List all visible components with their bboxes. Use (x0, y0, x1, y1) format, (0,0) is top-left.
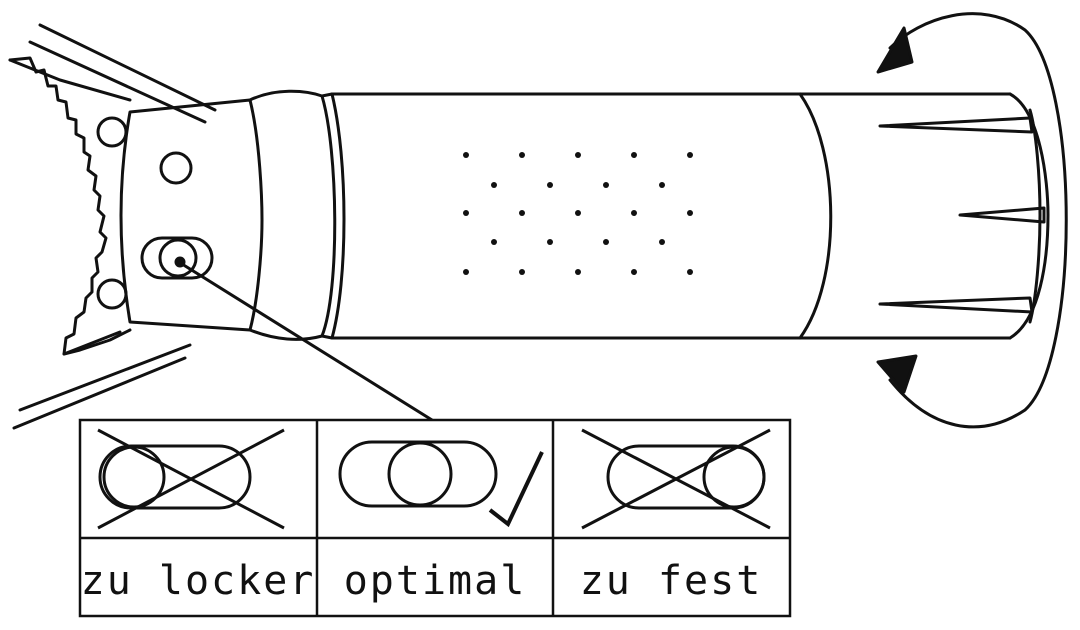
panel-optimal (338, 440, 544, 528)
adjustment-table: zu locker optimal zu fest (78, 418, 792, 618)
panel-loose (97, 428, 285, 530)
tool-collar (248, 89, 346, 341)
tool-grip (330, 92, 1050, 340)
check-icon (488, 451, 544, 528)
tool-jaw (8, 23, 217, 430)
cross-icon (97, 428, 285, 530)
label-loose: zu locker (81, 558, 316, 604)
label-optimal: optimal (344, 558, 527, 604)
cross-icon (581, 428, 771, 530)
pointer-line (180, 262, 434, 422)
rotate-arrow-icon (876, 12, 1068, 429)
label-tight: zu fest (580, 558, 763, 604)
tool-head (119, 98, 264, 332)
panel-tight (581, 428, 771, 530)
grip-texture (463, 152, 693, 275)
